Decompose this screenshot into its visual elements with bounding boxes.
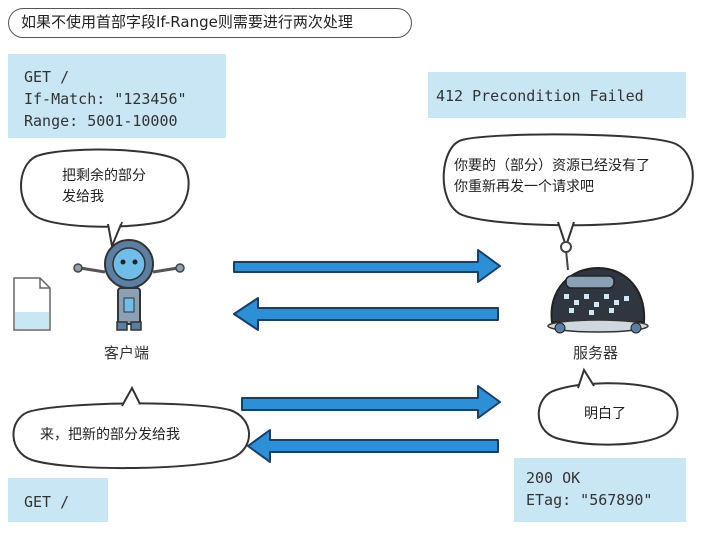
client-bubble2-text: 来，把新的部分发给我 — [40, 427, 180, 443]
arrow-response1 — [233, 297, 499, 331]
client-label: 客户端 — [104, 344, 150, 362]
client-robot-icon — [73, 239, 185, 331]
server-bubble1-text: 你要的（部分）资源已经没有了 你重新再发一个请求吧 — [454, 156, 650, 198]
server-bubble1-line: 你重新再发一个请求吧 — [454, 179, 594, 195]
arrow-response2 — [247, 429, 499, 463]
arrow-request2 — [241, 385, 501, 419]
client-bubble1-line: 把剩余的部分 — [62, 168, 146, 184]
server-speech-bubble-1 — [442, 133, 694, 250]
document-icon — [13, 277, 51, 331]
request1-line: Range: 5001-10000 — [24, 112, 178, 130]
request2-box: GET / — [8, 478, 108, 522]
request1-line: GET / — [24, 68, 70, 86]
server-label: 服务器 — [573, 344, 619, 362]
server-speech-bubble-2 — [537, 367, 679, 446]
server-bubble2-text: 明白了 — [584, 406, 626, 422]
request1-line: If-Match: "123456" — [24, 90, 187, 108]
response1-box: 412 Precondition Failed — [428, 72, 686, 118]
server-bubble1-line: 你要的（部分）资源已经没有了 — [454, 158, 650, 174]
server-robot-icon — [547, 241, 649, 334]
diagram-title: 如果不使用首部字段If-Range则需要进行两次处理 — [8, 8, 412, 38]
client-speech-bubble-2 — [12, 385, 250, 470]
request2-line: GET / — [24, 493, 70, 511]
client-bubble1-text: 把剩余的部分 发给我 — [62, 166, 146, 208]
response2-box: 200 OK ETag: "567890" — [514, 458, 686, 522]
arrow-request1 — [233, 249, 501, 283]
response2-line: ETag: "567890" — [526, 491, 653, 509]
response2-line: 200 OK — [526, 469, 581, 487]
request1-box: GET / If-Match: "123456" Range: 5001-100… — [8, 54, 226, 138]
client-bubble1-line: 发给我 — [62, 189, 104, 205]
response1-line: 412 Precondition Failed — [436, 87, 644, 105]
